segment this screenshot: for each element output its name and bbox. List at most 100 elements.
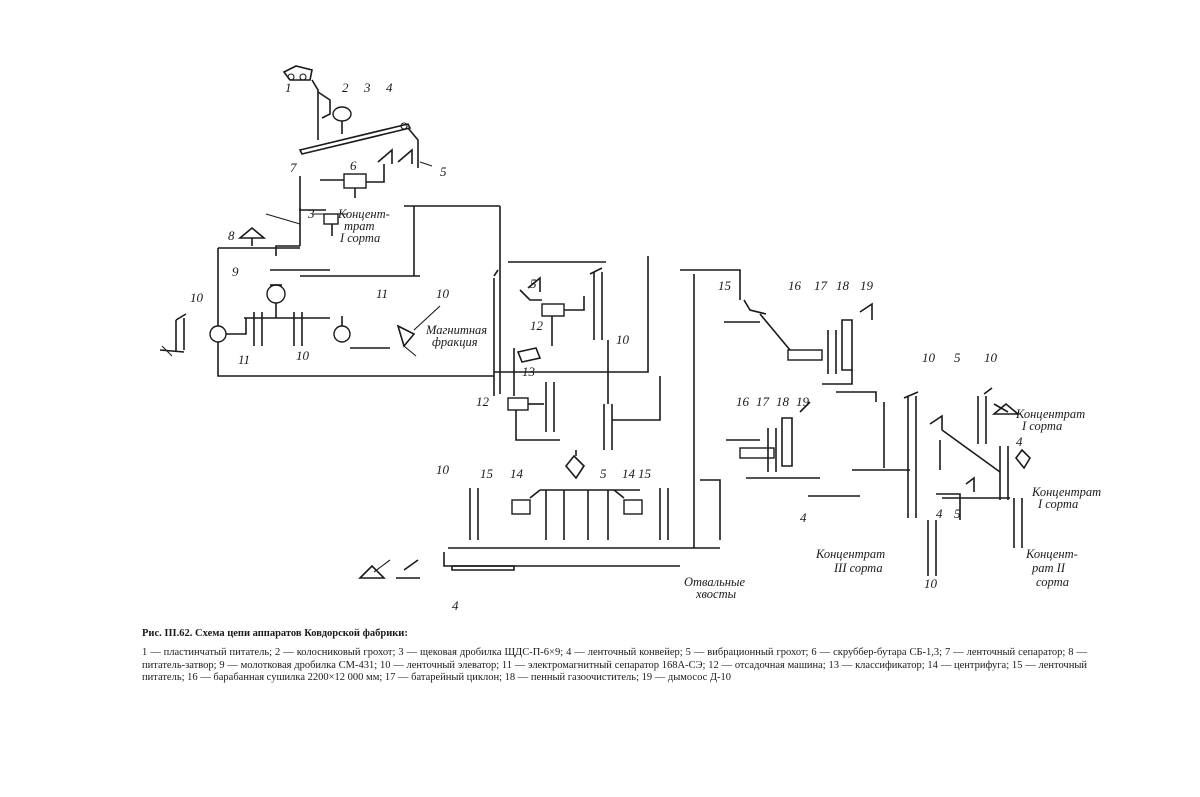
num-10-centre-left: 10 bbox=[296, 348, 310, 363]
num-3: 3 bbox=[363, 80, 371, 95]
jig-12-lower bbox=[507, 397, 560, 441]
num-13: 13 bbox=[522, 364, 536, 379]
magnetic-separator-right bbox=[333, 316, 390, 349]
drum-dryer-16-lower bbox=[739, 447, 775, 459]
plate-feeder-top bbox=[282, 65, 319, 112]
num-5-right: 5 bbox=[954, 350, 961, 365]
num-1: 1 bbox=[285, 80, 292, 95]
gate-feeder-8 bbox=[237, 213, 301, 246]
caption-legend: 1 — пластинчатый питатель; 2 — колоснико… bbox=[142, 646, 1087, 684]
num-2: 2 bbox=[342, 80, 349, 95]
num-5-centre: 5 bbox=[530, 276, 537, 291]
vibrating-screen-5-right bbox=[929, 414, 1001, 473]
label-concentrate-r2-a: Концентрат bbox=[1031, 485, 1101, 499]
num-5-right-lower: 5 bbox=[954, 506, 961, 521]
jaw-crusher bbox=[332, 106, 352, 134]
num-7: 7 bbox=[290, 160, 297, 175]
jig-12-upper bbox=[519, 289, 585, 346]
num-10-right-main: 10 bbox=[922, 350, 936, 365]
num-10-bottom: 10 bbox=[436, 462, 450, 477]
bucket-elevator-left bbox=[159, 313, 187, 357]
label-concentrate-r4-b: рат II bbox=[1031, 561, 1066, 575]
hammer-crusher-9 bbox=[266, 284, 286, 318]
vibrating-screen-5-centre bbox=[527, 276, 541, 292]
num-12-lower: 12 bbox=[476, 394, 490, 409]
label-concentrate-r3-a: Концентрат bbox=[815, 547, 885, 561]
num-11-left: 11 bbox=[238, 352, 250, 367]
label-concentrate-r3-b: III сорта bbox=[833, 561, 883, 575]
magnetic-fraction-hopper bbox=[396, 305, 441, 357]
num-9: 9 bbox=[232, 264, 239, 279]
caption-title: Рис. III.62. Схема цепи аппаратов Ковдор… bbox=[142, 628, 408, 639]
label-concentrate-r2-b: I сорта bbox=[1037, 497, 1078, 511]
elevator-right-top bbox=[977, 387, 1009, 444]
num-4-right-lower: 4 bbox=[936, 506, 943, 521]
label-concentrate-1-a: Концент- bbox=[337, 207, 390, 221]
label-concentrate-1-c: I сорта bbox=[339, 231, 380, 245]
num-15-bottom-right: 15 bbox=[638, 466, 652, 481]
magnetic-separator-left bbox=[209, 318, 247, 343]
num-5: 5 bbox=[440, 164, 447, 179]
num-12-upper: 12 bbox=[530, 318, 544, 333]
crusher-hammer-3 bbox=[312, 213, 348, 236]
num-11-right: 11 bbox=[376, 286, 388, 301]
cyclone-17-upper bbox=[827, 330, 837, 374]
num-10-magnetic: 10 bbox=[436, 286, 450, 301]
apparatus-chain-scheme: 1 2 3 4 5 6 7 3 8 9 10 11 10 11 10 5 12 … bbox=[159, 65, 1101, 613]
num-10-centre: 10 bbox=[616, 332, 630, 347]
num-10-right-top: 10 bbox=[984, 350, 998, 365]
hopper-right-top bbox=[991, 402, 1021, 415]
gas-cleaner-18-lower bbox=[781, 417, 793, 467]
drum-dryer-16-upper bbox=[759, 313, 823, 361]
elevator-pair-centre bbox=[589, 267, 603, 340]
label-concentrate-r4-a: Концент- bbox=[1025, 547, 1078, 561]
cyclone-17-lower bbox=[767, 428, 777, 472]
label-concentrate-r1-b: I сорта bbox=[1021, 419, 1062, 433]
figure-caption: Рис. III.62. Схема цепи аппаратов Ковдор… bbox=[142, 628, 1087, 685]
num-3b: 3 bbox=[307, 206, 315, 221]
belt-feeder-15-upper bbox=[724, 299, 767, 323]
num-4: 4 bbox=[386, 80, 393, 95]
label-magnetic-b: фракция bbox=[432, 335, 478, 349]
scrubber-butara bbox=[320, 164, 385, 198]
bottom-left-hopper bbox=[358, 564, 386, 579]
num-17-lower: 17 bbox=[756, 394, 770, 409]
label-concentrate-r1-a: Концентрат bbox=[1015, 407, 1085, 421]
num-14-bottom-right: 14 bbox=[622, 466, 636, 481]
label-tails-a: Отвальные bbox=[684, 575, 745, 589]
num-4-bottom: 4 bbox=[452, 598, 459, 613]
num-19-upper: 19 bbox=[860, 278, 874, 293]
num-15-bottom-left: 15 bbox=[480, 466, 494, 481]
grizzly-screen bbox=[317, 91, 331, 140]
num-16-upper: 16 bbox=[788, 278, 802, 293]
exhaust-fan-19-lower bbox=[799, 401, 811, 413]
num-17-upper: 17 bbox=[814, 278, 828, 293]
bottom-elevators bbox=[469, 488, 669, 540]
num-15-upper: 15 bbox=[718, 278, 732, 293]
centrifuge-left bbox=[511, 489, 541, 515]
num-18-upper: 18 bbox=[836, 278, 850, 293]
label-concentrate-r4-c: сорта bbox=[1036, 575, 1069, 589]
num-19-lower: 19 bbox=[796, 394, 810, 409]
vibrating-screen-5-lower bbox=[965, 476, 975, 492]
num-10-right-bottom: 10 bbox=[924, 576, 938, 591]
num-5-bottom: 5 bbox=[600, 466, 607, 481]
num-18-lower: 18 bbox=[776, 394, 790, 409]
num-4-right: 4 bbox=[800, 510, 807, 525]
label-magnetic-a: Магнитная bbox=[425, 323, 487, 337]
label-tails-b: хвосты bbox=[695, 587, 737, 601]
elevator-pair-lower bbox=[545, 340, 613, 450]
num-6: 6 bbox=[350, 158, 357, 173]
belt-separator-7 bbox=[299, 176, 326, 246]
elevator-right-bottom bbox=[927, 493, 961, 576]
elevator-right-low bbox=[1013, 498, 1023, 548]
vibrating-screens-top bbox=[377, 127, 433, 168]
num-4-right-mid: 4 bbox=[1016, 434, 1023, 449]
elevator-right-mid bbox=[999, 446, 1032, 500]
bucket-elevator-centre-left bbox=[244, 312, 330, 346]
num-10-left: 10 bbox=[190, 290, 204, 305]
classifier-13 bbox=[513, 347, 542, 396]
elevator-right-main bbox=[903, 391, 919, 518]
gas-cleaner-18-upper bbox=[841, 319, 853, 371]
num-16-lower: 16 bbox=[736, 394, 750, 409]
